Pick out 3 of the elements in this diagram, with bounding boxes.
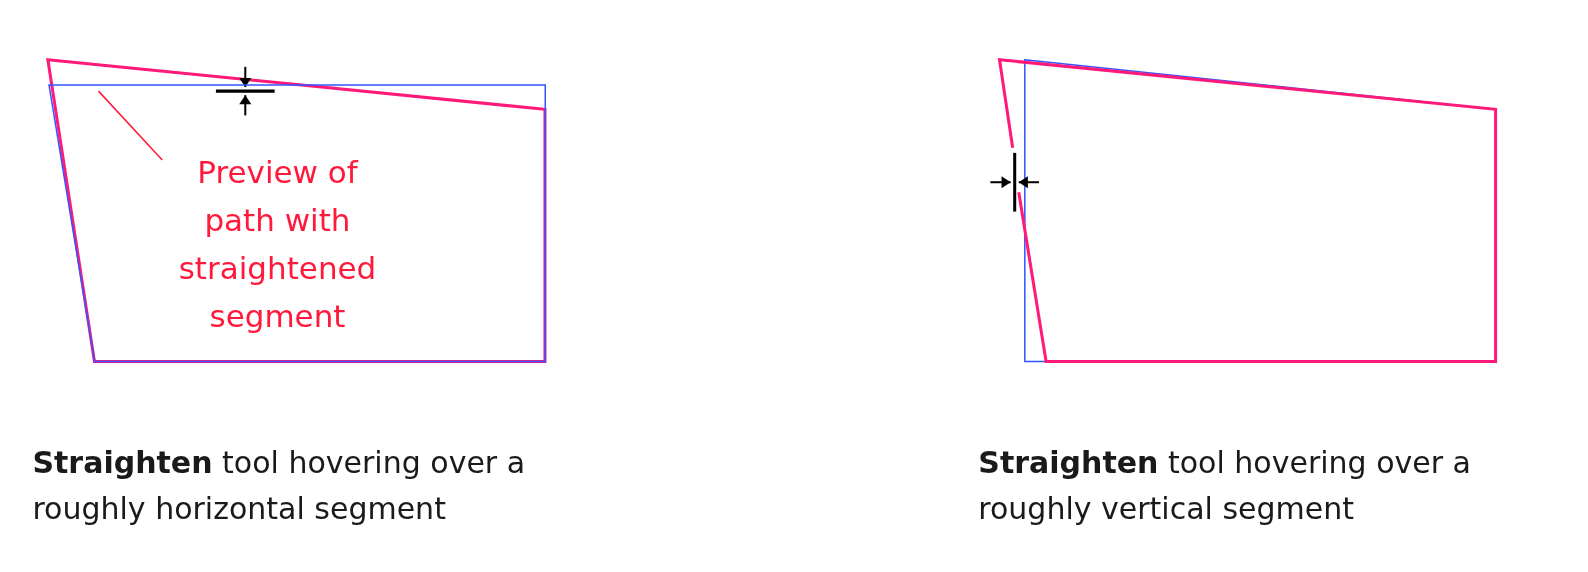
caption: Straighten tool hovering over a roughly horizontal segment: [32, 444, 527, 528]
leader-line: [97, 90, 164, 161]
caption: Straighten tool hovering over a roughly vertical segment: [978, 444, 1472, 528]
